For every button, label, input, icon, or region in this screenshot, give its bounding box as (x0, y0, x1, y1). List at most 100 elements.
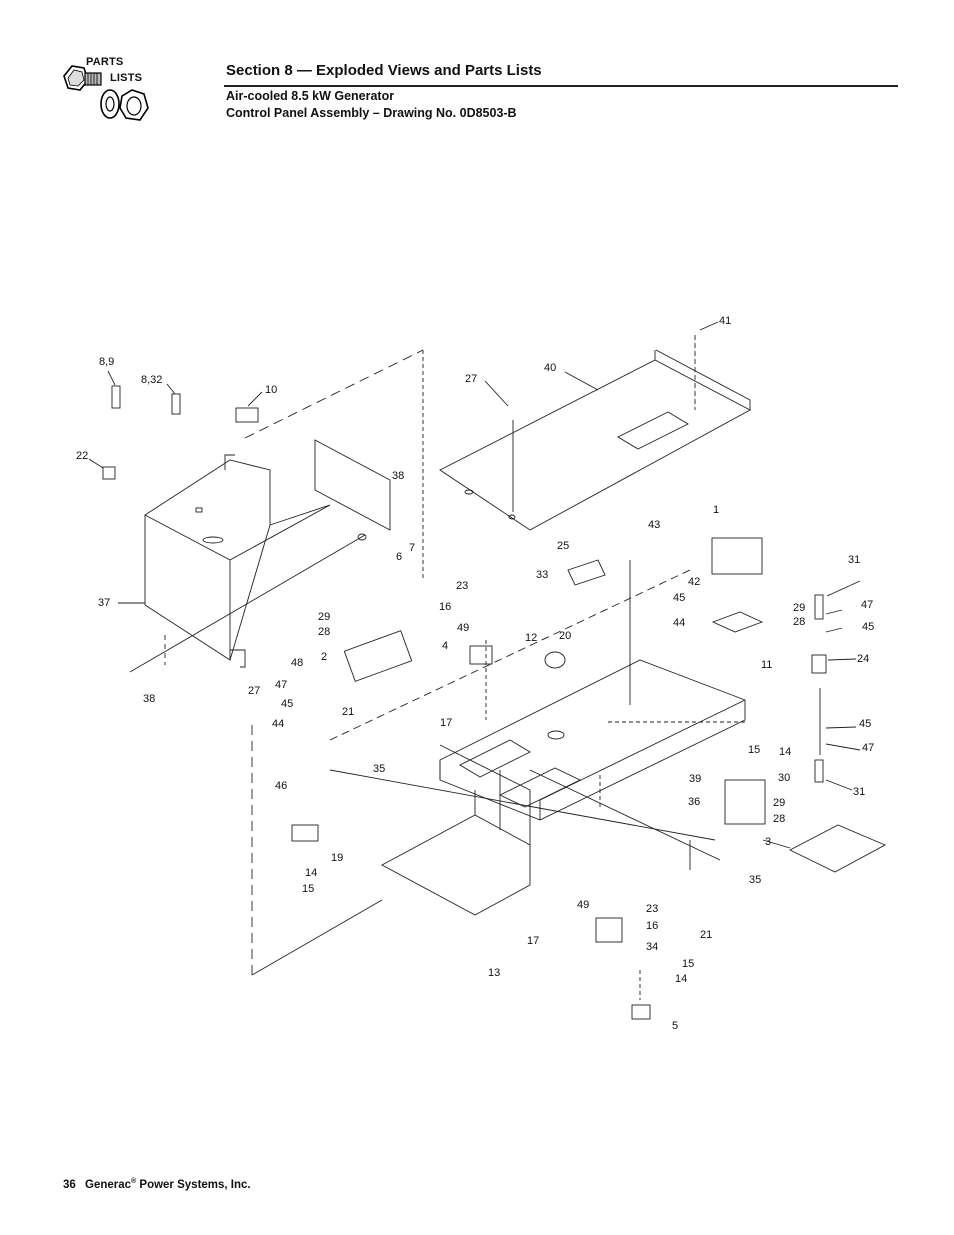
callout-34: 34 (646, 941, 659, 953)
callout-3: 3 (765, 836, 772, 848)
callout-24: 24 (857, 653, 870, 665)
callout-29: 29 (793, 602, 806, 614)
callout-47: 47 (862, 742, 875, 754)
callout-17: 17 (527, 935, 540, 947)
callout-17: 17 (440, 717, 453, 729)
circuit-breaker-2 (343, 630, 413, 682)
callout-19: 19 (331, 852, 344, 864)
callout-36: 36 (688, 796, 701, 808)
callout-28: 28 (793, 616, 806, 628)
lower-chassis (381, 814, 531, 916)
callout-1: 1 (713, 504, 720, 516)
callout-27: 27 (465, 373, 478, 385)
callout-23: 23 (646, 903, 659, 915)
callout-33: 33 (536, 569, 549, 581)
capacitor-34 (595, 917, 623, 943)
callout-4: 4 (442, 640, 449, 652)
footer-company-rest: Power Systems, Inc. (136, 1178, 251, 1191)
callout-21: 21 (700, 929, 713, 941)
callout-45: 45 (862, 621, 875, 633)
callout-21: 21 (342, 706, 355, 718)
callout-14: 14 (675, 973, 688, 985)
regulator-30 (724, 779, 766, 825)
callout-45: 45 (859, 718, 872, 730)
logo-lists-text: LISTS (110, 72, 143, 84)
callout-47: 47 (275, 679, 288, 691)
callout-35: 35 (749, 874, 762, 886)
callout-16: 16 (646, 920, 659, 932)
switch-10 (235, 407, 259, 423)
callout-8-9: 8,9 (99, 356, 115, 368)
section-title: Section 8 — Exploded Views and Parts Lis… (226, 62, 542, 79)
callout-2: 2 (321, 651, 328, 663)
callout-10: 10 (265, 384, 278, 396)
callout-45: 45 (281, 698, 294, 710)
footer-company: Generac (85, 1178, 132, 1191)
page-number: 36 (63, 1178, 76, 1191)
callout-15: 15 (682, 958, 695, 970)
callout-16: 16 (439, 601, 452, 613)
callout-42: 42 (688, 576, 701, 588)
callout-38: 38 (143, 693, 156, 705)
callout-35: 35 (373, 763, 386, 775)
relay-4 (469, 645, 493, 665)
callout-38: 38 (392, 470, 405, 482)
switch-22 (102, 466, 116, 480)
callout-15: 15 (748, 744, 761, 756)
standoff-24 (811, 654, 827, 674)
callout-29: 29 (773, 797, 786, 809)
terminal-19 (291, 824, 319, 842)
terminal-strip-33 (567, 559, 606, 586)
callout-31: 31 (853, 786, 866, 798)
callout-7: 7 (409, 542, 416, 554)
callout-15: 15 (302, 883, 315, 895)
subtitle-drawing: Control Panel Assembly – Drawing No. 0D8… (226, 106, 517, 120)
bolt-nut-washer-icon (63, 65, 149, 121)
callout-47: 47 (861, 599, 874, 611)
callout-28: 28 (773, 813, 786, 825)
callout-29: 29 (318, 611, 331, 623)
callout-44: 44 (272, 718, 285, 730)
page-footer: 36 Generac® Power Systems, Inc. (63, 1178, 251, 1191)
callout-44: 44 (673, 617, 686, 629)
fuse-holder-8-9 (111, 385, 121, 409)
grommet-12 (544, 651, 566, 669)
callout-37: 37 (98, 597, 111, 609)
callout-41: 41 (719, 315, 732, 327)
callout-49: 49 (457, 622, 470, 634)
registered-mark: ® (131, 1178, 137, 1185)
callout-22: 22 (76, 450, 89, 462)
callout-30: 30 (778, 772, 791, 784)
callout-39: 39 (689, 773, 702, 785)
logo-parts-text: PARTS (86, 56, 124, 68)
bolt-31-top (814, 594, 824, 620)
terminal-block-5 (631, 1004, 651, 1020)
control-box-housing (144, 459, 271, 661)
subtitle-model: Air-cooled 8.5 kW Generator (226, 89, 395, 103)
meter-plate (314, 439, 391, 531)
parts-lists-logo: PARTS LISTS (58, 56, 158, 128)
top-cover-panel (439, 359, 751, 531)
bracket-11 (711, 611, 764, 633)
callout-49: 49 (577, 899, 590, 911)
callout-28: 28 (318, 626, 331, 638)
callout-25: 25 (557, 540, 570, 552)
callout-20: 20 (559, 630, 572, 642)
board-3 (789, 824, 887, 873)
callout-40: 40 (544, 362, 557, 374)
fuse-holder-8-32 (171, 393, 181, 415)
callout-48: 48 (291, 657, 304, 669)
callout-8-32: 8,32 (141, 374, 163, 386)
callout-5: 5 (672, 1020, 679, 1032)
callout-31: 31 (848, 554, 861, 566)
transformer-1 (711, 537, 763, 575)
callout-13: 13 (488, 967, 501, 979)
callout-46: 46 (275, 780, 288, 792)
callout-45: 45 (673, 592, 686, 604)
callout-27: 27 (248, 685, 261, 697)
callout-6: 6 (396, 551, 403, 563)
callout-12: 12 (525, 632, 538, 644)
callout-23: 23 (456, 580, 469, 592)
bolt-31-bottom (814, 759, 824, 783)
